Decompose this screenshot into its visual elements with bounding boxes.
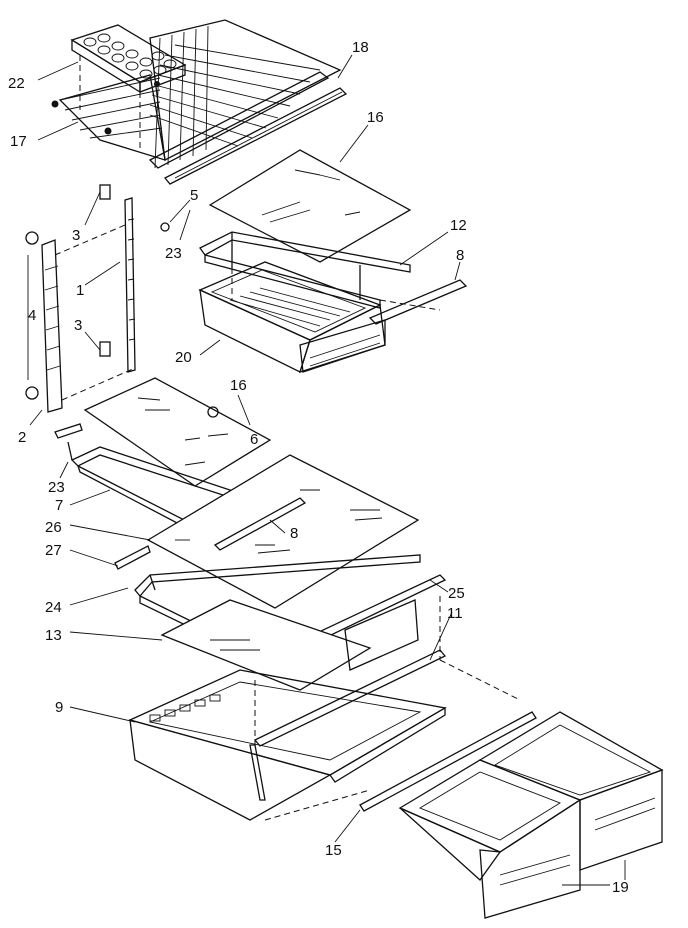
crisper-cover-glass: [160, 599, 372, 691]
shelf-trim-18: [148, 71, 348, 185]
callout-22: 22: [8, 75, 25, 92]
callout-6: 6: [250, 431, 258, 448]
callout-27: 27: [45, 542, 62, 559]
callout-13: 13: [45, 627, 62, 644]
callout-8-lower: 8: [290, 525, 298, 542]
callout-5: 5: [190, 187, 198, 204]
callout-24: 24: [45, 599, 62, 616]
callout-19: 19: [612, 879, 629, 896]
callout-20: 20: [175, 349, 192, 366]
callout-17: 17: [10, 133, 27, 150]
callout-25: 25: [448, 585, 465, 602]
callout-16-middle: 16: [230, 377, 247, 394]
callout-23-lower: 23: [48, 479, 65, 496]
callout-12: 12: [450, 217, 467, 234]
glass-shelf-upper: [208, 149, 412, 263]
wire-shelf: [51, 19, 342, 169]
callout-4: 4: [28, 307, 36, 324]
ice-cube-tray: [70, 24, 187, 150]
callout-7: 7: [55, 497, 63, 514]
callout-11: 11: [447, 605, 463, 622]
callout-3-upper: 3: [72, 227, 80, 244]
callout-leaders: [27, 54, 626, 886]
crisper-drawers: [359, 711, 664, 919]
callout-23-upper: 23: [165, 245, 182, 262]
callout-16-upper: 16: [367, 109, 384, 126]
callout-26: 26: [45, 519, 62, 536]
callout-9: 9: [55, 699, 63, 716]
callout-3-lower: 3: [74, 317, 82, 334]
meat-drawer-assembly: [198, 231, 468, 373]
callout-labels: 22 17 18 16 5 3 23 12 8 1 4 3 20 16 6 2 …: [8, 39, 629, 896]
crisper-tray-9: [128, 596, 521, 821]
callout-18: 18: [352, 39, 369, 56]
glass-shelf-middle: [83, 377, 272, 487]
shelf-ladder-rails: [25, 184, 170, 413]
callout-8-upper: 8: [456, 247, 464, 264]
callout-2: 2: [18, 429, 26, 446]
callout-1: 1: [76, 282, 84, 299]
callout-15: 15: [325, 842, 342, 859]
